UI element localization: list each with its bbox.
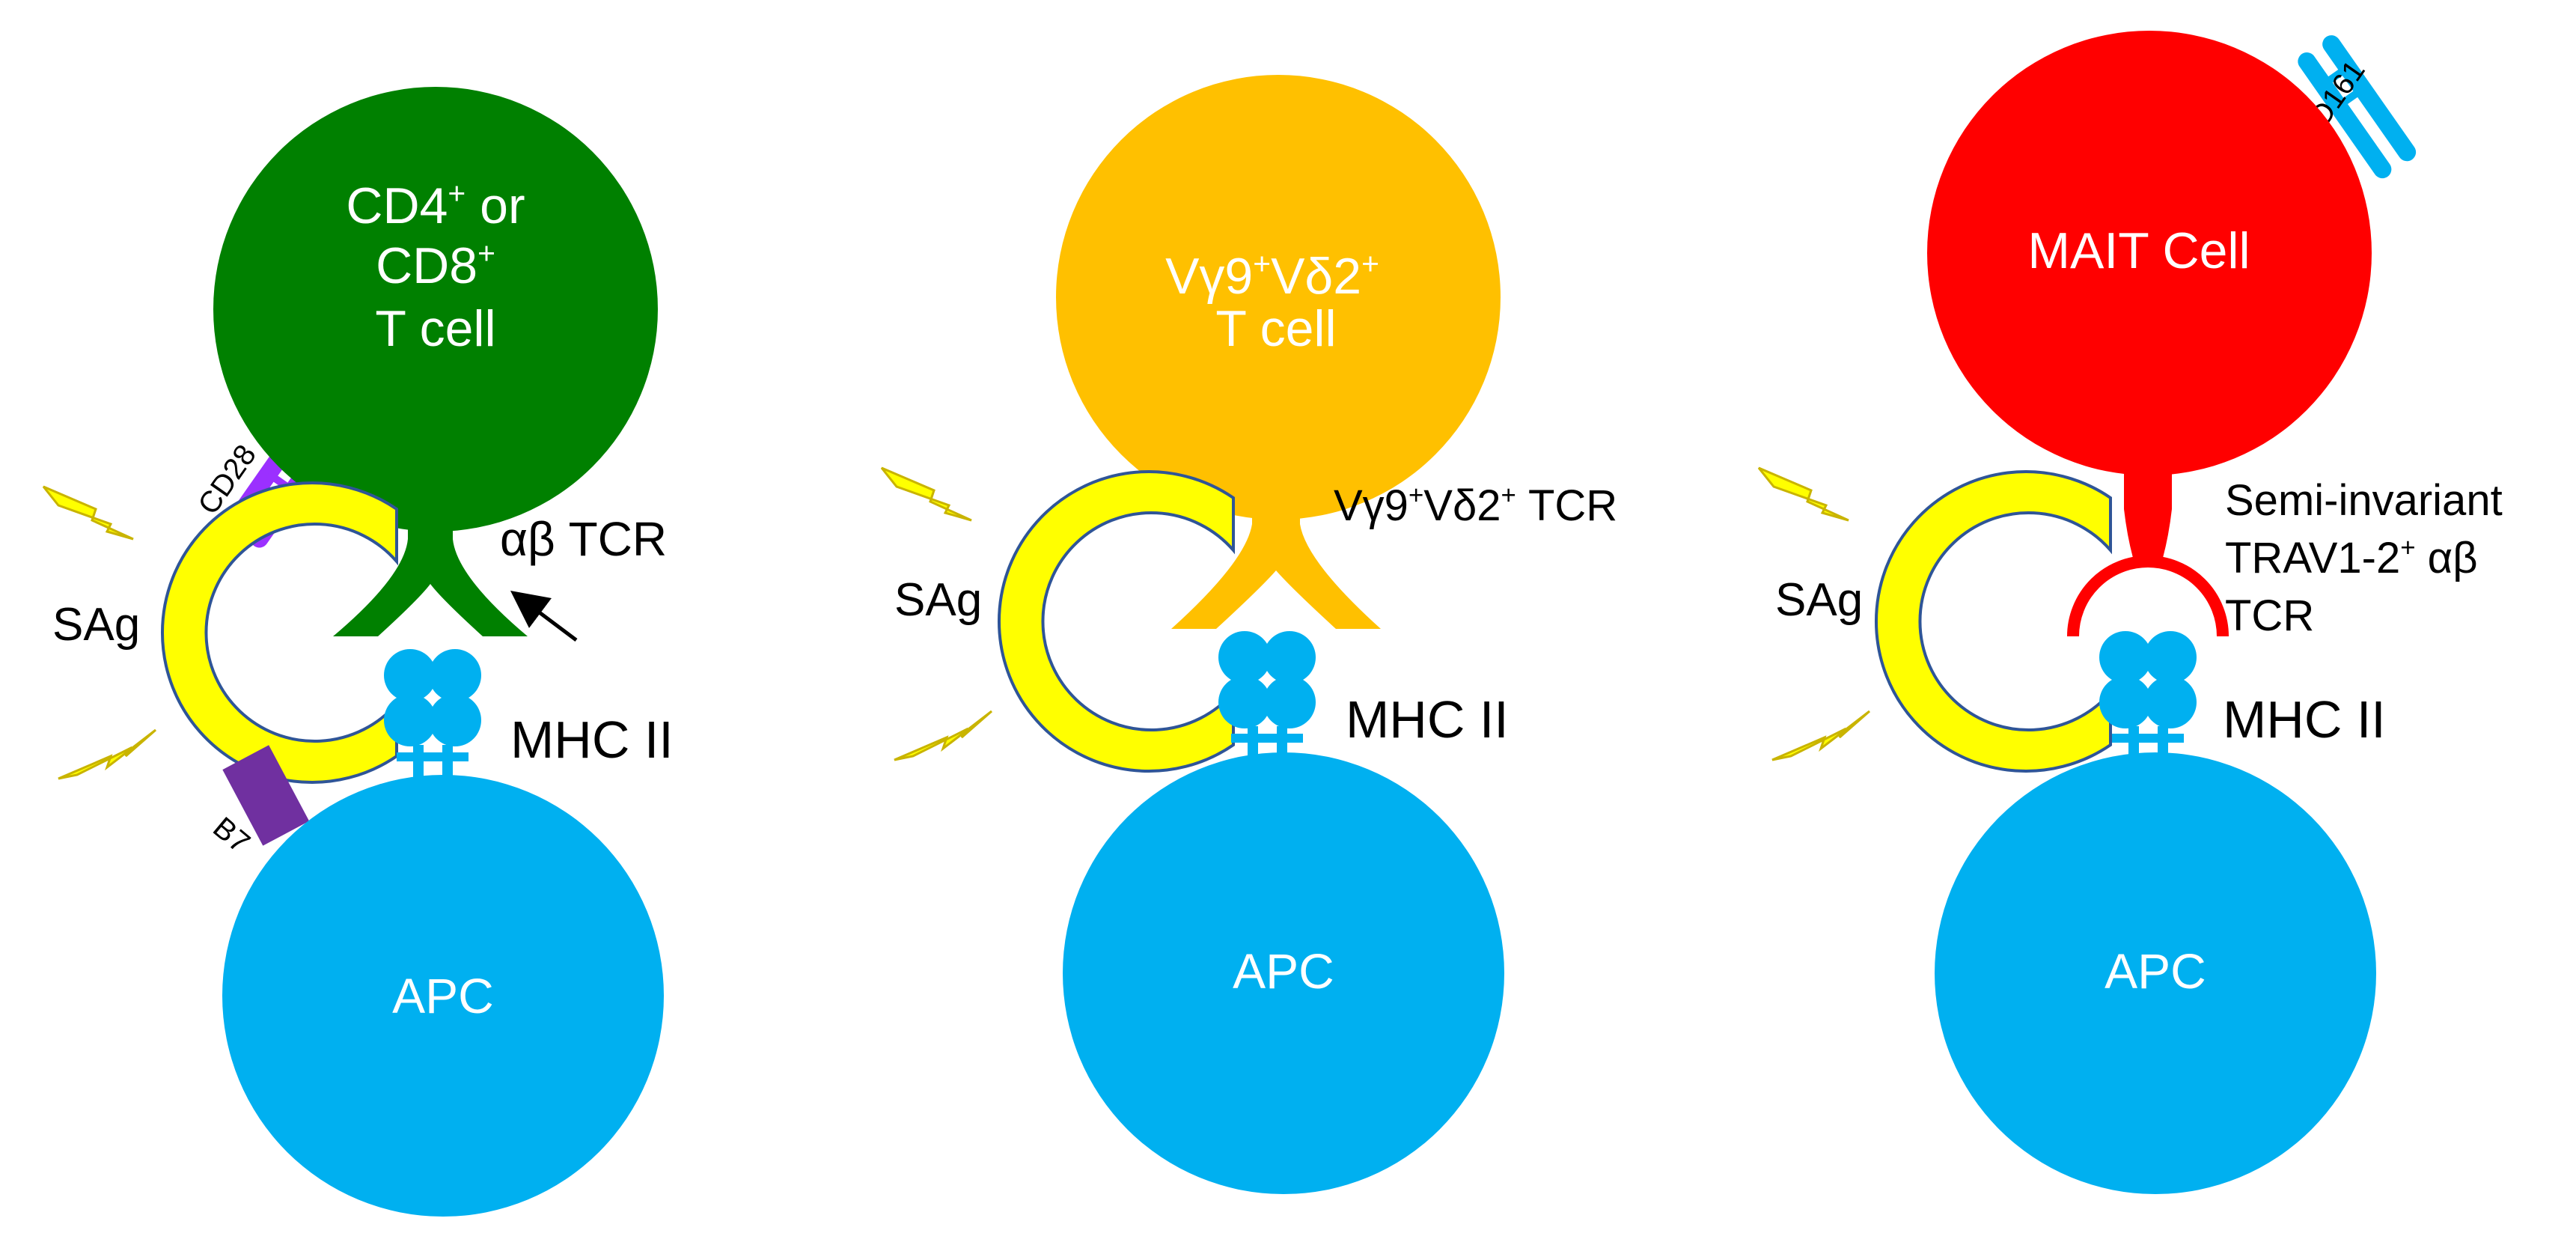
mhc-ii-label: MHC II — [2223, 690, 2386, 749]
superantigen-sag — [160, 481, 398, 784]
tcr-alpha-beta — [333, 494, 528, 636]
tcr-label-line3: TCR — [2225, 591, 2314, 640]
lightning-icon — [58, 728, 156, 780]
tcr-label-line2: TRAV1-2+ αβ — [2225, 533, 2478, 582]
tcr-gamma-delta — [1171, 479, 1381, 629]
superantigen-sag — [997, 470, 1235, 773]
t-cell-gamma-delta — [1056, 75, 1501, 520]
apc-cell — [222, 775, 664, 1217]
apc-label: APC — [2105, 943, 2206, 999]
panel-gamma-delta-t-cell: Vγ9+Vδ2+ T cell Vγ9+Vδ2+ TCR SAg MHC II … — [880, 75, 1617, 1194]
tcr-label: Vγ9+Vδ2+ TCR — [1334, 481, 1617, 530]
apc-label: APC — [1233, 943, 1334, 999]
mhc-ii-molecule — [2099, 631, 2197, 786]
t-cell-label: MAIT Cell — [2027, 222, 2250, 279]
sag-label: SAg — [894, 574, 982, 626]
t-cell-conventional — [213, 87, 658, 532]
lightning-icon — [1757, 466, 1849, 522]
apc-cell — [1063, 752, 1504, 1194]
t-cell-label-line3: T cell — [375, 300, 495, 357]
tcr-semi-invariant — [2067, 556, 2229, 637]
t-cell-label-line2: T cell — [1215, 300, 1336, 357]
tcr-stem — [2124, 464, 2172, 558]
t-cell-label-line1: CD4+ or — [346, 176, 525, 234]
lightning-icon — [1771, 710, 1870, 761]
apc-label: APC — [392, 968, 494, 1023]
t-cell-label-line1: Vγ9+Vδ2+ — [1165, 246, 1379, 305]
t-cell-mait — [1927, 31, 2372, 475]
tcr-label: αβ TCR — [500, 512, 667, 566]
mhc-ii-molecule — [384, 649, 481, 805]
panel-mait-cell: CD161 MAIT Cell Semi-invariant TRAV1-2+ … — [1757, 31, 2503, 1194]
tcr-label-line1: Semi-invariant — [2225, 476, 2503, 525]
mhc-ii-label: MHC II — [510, 710, 674, 769]
t-cell-label-line2: CD8+ — [376, 236, 495, 294]
superantigen-sag — [1874, 470, 2112, 773]
apc-cell — [1935, 752, 2376, 1194]
lightning-icon — [880, 466, 972, 522]
lightning-icon — [894, 710, 992, 761]
panel-conventional-t-cell: CD28 CD4+ or CD8+ T cell αβ TCR SAg — [42, 87, 674, 1217]
tcr-pointer-arrow — [510, 591, 578, 642]
sag-label: SAg — [1775, 574, 1863, 626]
cd161-receptor — [2298, 35, 2417, 179]
mhc-ii-label: MHC II — [1346, 690, 1509, 749]
sag-label: SAg — [52, 599, 140, 651]
b7-molecule — [222, 745, 310, 846]
lightning-icon — [42, 485, 134, 541]
